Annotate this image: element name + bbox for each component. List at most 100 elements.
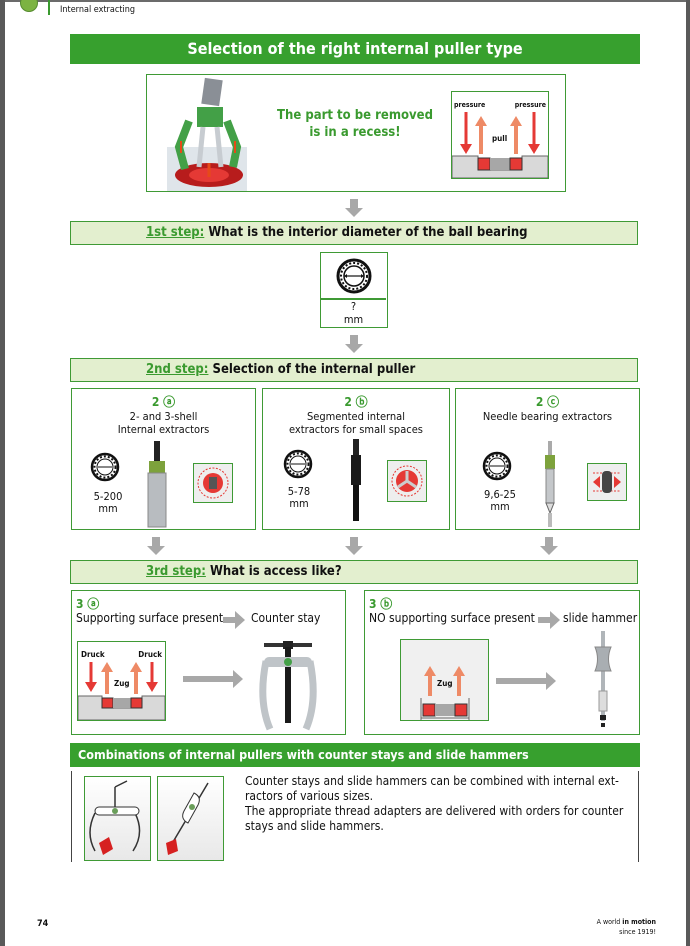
- page-left-edge: [0, 0, 5, 946]
- option-2a-range: 5-200 mm: [78, 491, 138, 515]
- segment-jaws-diagram-icon: [387, 460, 427, 502]
- needle-jaws-diagram-icon: [587, 463, 627, 501]
- arrow-right-icon: [538, 617, 550, 623]
- arrow-right-icon-head: [235, 611, 245, 629]
- druck-zug-diagram: Druck Druck Zug: [77, 641, 166, 721]
- flow-arrow-icon: [147, 537, 165, 555]
- segmented-extractor-tool-icon: [351, 439, 361, 521]
- range-value: 5-78: [287, 485, 311, 498]
- ball-bearing-icon: [336, 258, 372, 294]
- ball-bearing-icon: [482, 451, 512, 481]
- page-right-edge: [686, 0, 690, 946]
- pressure-pull-diagram: pressure pressure pull: [451, 91, 549, 179]
- step3-label: 3rd step:: [146, 564, 206, 579]
- combinations-title: Combinations of internal pullers with co…: [70, 743, 640, 767]
- flow-arrow-icon: [345, 335, 363, 353]
- arrow-right-icon: [183, 676, 233, 682]
- footer-since: since 1919!: [619, 928, 656, 936]
- intro-box: The part to be removed is in a recess! p…: [146, 74, 566, 192]
- option-2c-title: Needle bearing extractors: [482, 410, 613, 423]
- option-3b-condition: NO supporting surface present: [369, 611, 535, 625]
- option-3b-id: 3 ⓑ: [369, 597, 393, 611]
- step2-question: Selection of the internal puller: [212, 362, 416, 377]
- diagram-label-left: Druck: [81, 650, 105, 659]
- combinations-text-2: The appropriate thread adapters are deli…: [245, 804, 624, 833]
- zug-diagram: Zug: [400, 639, 489, 721]
- arrow-right-icon-head: [233, 670, 243, 688]
- combinations-right-rule: [638, 771, 639, 862]
- robot-illustration-icon: [167, 77, 247, 191]
- step2-label: 2nd step:: [146, 362, 209, 377]
- combinations-text-1: Counter stays and slide hammers can be c…: [245, 774, 619, 803]
- option-3b-result: slide hammer: [563, 611, 638, 625]
- slide-hammer-combo-icon: [166, 782, 209, 855]
- step1-question: What is the interior diameter of the bal…: [208, 225, 528, 240]
- arrow-right-icon-head: [546, 672, 556, 690]
- counter-stay-combo-icon: [89, 780, 141, 855]
- step1-measure-box: ? mm: [320, 252, 388, 328]
- page-top-edge: [0, 0, 690, 2]
- zug-arrows-icon: [420, 666, 470, 720]
- range-unit: mm: [490, 500, 510, 513]
- diagram-label-left: pressure: [454, 101, 486, 109]
- range-unit: mm: [289, 497, 309, 510]
- tagline-prefix: A world: [596, 918, 623, 926]
- arrow-right-icon: [223, 617, 235, 623]
- arrow-right-icon: [496, 678, 546, 684]
- option-2b-card: 2 ⓑ Segmented internal extractors for sm…: [262, 388, 450, 530]
- option-2b-range: 5-78 mm: [269, 486, 329, 510]
- druck-zug-arrows-icon: [78, 662, 165, 720]
- option-3a-result: Counter stay: [251, 611, 321, 625]
- option-3b-card: 3 ⓑ NO supporting surface present slide …: [364, 590, 640, 735]
- arrow-right-icon-head: [550, 611, 560, 629]
- option-2b-title: Segmented internal extractors for small …: [289, 410, 423, 436]
- step1-label: 1st step:: [146, 225, 205, 240]
- pressure-pull-arrows-icon: [452, 112, 548, 178]
- needle-bearing-extractor-tool-icon: [545, 441, 555, 527]
- shell-jaws-diagram-icon: [193, 463, 233, 503]
- slide-hammer-combo-image: [157, 776, 224, 861]
- step2-header: 2nd step: Selection of the internal pull…: [70, 358, 638, 382]
- option-2c-card: 2 ⓒ Needle bearing extractors 9,6-25 mm: [455, 388, 640, 530]
- diameter-value: ?: [350, 300, 357, 313]
- step1-header: 1st step: What is the interior diameter …: [70, 221, 638, 245]
- diagram-label-center: pull: [492, 134, 508, 143]
- option-3a-id: 3 ⓐ: [76, 597, 100, 611]
- range-value: 5-200: [93, 490, 123, 503]
- kukko-logo-icon: [20, 0, 38, 12]
- counter-stay-combo-image: [84, 776, 151, 861]
- step3-header: 3rd step: What is access like?: [70, 560, 638, 584]
- intro-message: The part to be removed is in a recess!: [277, 108, 433, 140]
- option-2a-card: 2 ⓐ 2- and 3-shell Internal extractors 5…: [71, 388, 256, 530]
- combinations-description: Counter stays and slide hammers can be c…: [245, 774, 635, 834]
- footer-tagline: A world in motion: [597, 918, 656, 926]
- option-2a-title: 2- and 3-shell Internal extractors: [117, 410, 210, 436]
- diagram-label-right: Druck: [138, 650, 162, 659]
- ball-bearing-icon: [90, 452, 120, 482]
- option-2b-id: 2 ⓑ: [344, 395, 368, 409]
- flow-arrow-icon: [345, 199, 363, 217]
- ball-bearing-icon: [283, 449, 313, 479]
- option-2c-id: 2 ⓒ: [535, 395, 560, 409]
- option-3a-condition: Supporting surface present: [76, 611, 224, 625]
- tagline-bold: in motion: [622, 918, 656, 926]
- counter-stay-tool-icon: [259, 641, 317, 731]
- header-section: Internal extracting: [60, 5, 135, 15]
- option-2c-range: 9,6-25 mm: [470, 489, 530, 513]
- diagram-label-right: pressure: [514, 101, 546, 109]
- diagram-label-center: Zug: [114, 679, 130, 688]
- header-divider: [48, 0, 50, 15]
- flow-arrow-icon: [345, 537, 363, 555]
- page-title: Selection of the right internal puller t…: [70, 34, 640, 64]
- flow-arrow-icon: [540, 537, 558, 555]
- diagram-label-center: Zug: [437, 679, 453, 688]
- range-value: 9,6-25: [484, 488, 516, 501]
- step3-question: What is access like?: [209, 564, 342, 579]
- page-number: 74: [37, 919, 49, 929]
- internal-extractor-tool-icon: [147, 441, 167, 528]
- slide-hammer-tool-icon: [594, 631, 612, 727]
- option-3a-card: 3 ⓐ Supporting surface present Counter s…: [71, 590, 346, 735]
- range-unit: mm: [98, 502, 118, 515]
- option-2a-id: 2 ⓐ: [151, 395, 176, 409]
- diameter-unit: mm: [343, 313, 364, 326]
